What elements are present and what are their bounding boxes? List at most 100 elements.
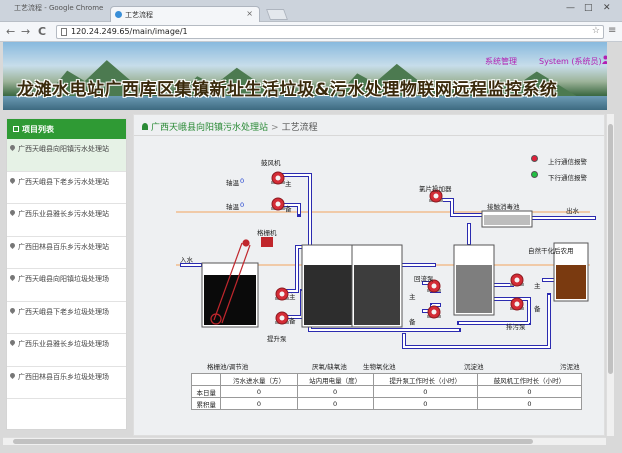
scrollbar-thumb[interactable]	[13, 439, 533, 444]
lift-pump-backup-icon[interactable]	[274, 311, 290, 325]
table-header	[190, 373, 222, 386]
user-icon[interactable]	[602, 55, 607, 64]
sludge-pump-main-icon[interactable]	[509, 273, 525, 287]
browser-title-bar: 工艺流程 - Google Chrome 工艺流程 × — □ ✕	[0, 0, 622, 22]
shaft-temp-label: 轴温	[226, 179, 239, 187]
scrollbar-thumb[interactable]	[608, 124, 613, 374]
sidebar-item[interactable]: 广西乐业县雅长乡垃圾处理场	[7, 334, 126, 367]
main-content: 广西天峨县向阳镇污水处理站>工艺流程	[133, 114, 605, 436]
sludge-drying-label: 自然干化后农用	[528, 247, 574, 255]
grille-label: 格栅机	[257, 229, 277, 237]
project-list-sidebar: 项目列表 广西天峨县向阳镇污水处理站广西天峨县下老乡污水处理站广西乐业县雅长乡污…	[6, 118, 127, 430]
reflux-pump-backup-icon[interactable]	[426, 305, 442, 319]
location-pin-icon	[8, 241, 17, 249]
process-flow-diagram	[176, 173, 596, 349]
minimize-button[interactable]: —	[566, 3, 575, 13]
lift-pump-backup-label: 备	[289, 317, 296, 325]
sludge-pump-label: 排污泵	[506, 323, 526, 331]
vertical-scrollbar[interactable]	[606, 114, 614, 436]
table-cell: 0	[296, 397, 374, 410]
blower-main-icon[interactable]	[270, 171, 286, 185]
breadcrumb-divider	[134, 135, 604, 136]
sidebar-item-label: 广西天峨县下老乡垃圾处理场	[18, 307, 109, 316]
horizontal-scrollbar[interactable]	[3, 437, 606, 445]
table-cell: 0	[220, 397, 298, 410]
sidebar-item-label: 广西天峨县向阳镇污水处理站	[18, 145, 109, 153]
tank-name: 污泥池	[560, 363, 580, 371]
lift-pump-main-label: 主	[289, 293, 296, 301]
window-title: 工艺流程 - Google Chrome	[14, 4, 104, 12]
location-pin-icon	[8, 176, 17, 184]
chlorine-feeder-icon[interactable]	[428, 189, 444, 203]
lift-pump-label: 提升泵	[267, 335, 287, 343]
system-management-link[interactable]: 系统管理	[485, 57, 517, 66]
blower-backup-icon[interactable]	[270, 197, 286, 211]
reflux-main-label: 主	[409, 293, 416, 301]
sludge-pump-backup-label: 备	[534, 305, 541, 313]
header-banner: 龙滩水电站广西库区集镇新址生活垃圾&污水处理物联网远程监控系统 系统管理 Sys…	[3, 42, 607, 110]
tab-title: 工艺流程	[125, 11, 153, 19]
tank-water	[354, 265, 400, 325]
bearing-temp-label: 轴温	[226, 203, 239, 211]
back-arrow-icon[interactable]: ←	[6, 25, 16, 38]
table-cell: 0	[476, 397, 583, 410]
sidebar-item[interactable]: 广西田林县百乐乡污水处理站	[7, 237, 126, 269]
reflux-pump-main-icon[interactable]	[426, 279, 442, 293]
sludge-pump-backup-icon[interactable]	[509, 297, 525, 311]
blower-label: 鼓风机	[261, 159, 281, 167]
sidebar-item[interactable]: 广西天峨县向阳镇污水处理站	[7, 139, 126, 172]
lift-pump-main-icon[interactable]	[274, 287, 290, 301]
sidebar-item[interactable]: 广西天峨县下老乡污水处理站	[7, 172, 126, 204]
sludge-pump-main-label: 主	[534, 282, 541, 290]
tab-favicon-icon	[115, 11, 122, 18]
downlink-alarm-indicator-icon	[531, 171, 538, 178]
address-bar[interactable]: 120.24.249.65/main/image/1 ☆	[56, 25, 604, 39]
table-cell: 0	[372, 385, 478, 398]
chrome-menu-icon[interactable]: ≡	[608, 25, 617, 36]
sidebar-item[interactable]: 广西乐业县雅长乡污水处理站	[7, 204, 126, 237]
reflux-pump-label: 回流泵	[414, 275, 434, 283]
browser-tab[interactable]: 工艺流程 ×	[110, 6, 260, 22]
table-header: 提升泵工作时长（小时）	[372, 373, 478, 386]
table-header: 站内用电量（度）	[296, 373, 374, 386]
table-header: 污水进水量（方）	[220, 373, 298, 386]
stats-table: 污水进水量（方） 站内用电量（度） 提升泵工作时长（小时） 鼓风机工作时长（小时…	[190, 373, 583, 410]
close-window-button[interactable]: ✕	[603, 3, 611, 13]
sidebar-item[interactable]: 广西田林县百乐乡垃圾处理场	[7, 367, 126, 399]
table-cell: 0	[296, 385, 374, 398]
sidebar-item[interactable]: 广西天峨县下老乡垃圾处理场	[7, 302, 126, 334]
breadcrumb-page: 工艺流程	[281, 123, 318, 133]
grille-machine	[210, 239, 251, 325]
tank-name: 沉淀池	[464, 363, 484, 371]
sidebar-item-label: 广西乐业县雅长乡垃圾处理场	[18, 340, 109, 348]
sidebar-item-label: 广西田林县百乐乡污水处理站	[18, 242, 109, 251]
breadcrumb-site[interactable]: 广西天峨县向阳镇污水处理站	[151, 123, 269, 133]
chlorine-feeder-label: 氯片投加器	[419, 185, 452, 193]
bearing-temp-value: 0	[240, 201, 245, 209]
location-pin-icon	[8, 143, 17, 152]
sidebar-item-label: 广西天峨县向阳镇垃圾处理场	[18, 275, 109, 283]
forward-arrow-icon[interactable]: →	[21, 25, 31, 38]
banner-river	[3, 96, 607, 110]
tank-name: 厌氧/缺氧池	[312, 363, 347, 371]
table-cell: 0	[220, 385, 298, 398]
system-title: 龙滩水电站广西库区集镇新址生活垃圾&污水处理物联网远程监控系统	[17, 80, 558, 100]
tank-name: 格栅池/调节池	[207, 363, 249, 371]
maximize-button[interactable]: □	[584, 3, 593, 13]
sidebar-item[interactable]: 广西天峨县向阳镇垃圾处理场	[7, 269, 126, 302]
new-tab-button[interactable]	[265, 9, 289, 20]
tab-close-icon[interactable]: ×	[246, 9, 253, 18]
outlet-label: 出水	[566, 207, 579, 215]
location-pin-icon	[8, 338, 17, 347]
project-list-title: 项目列表	[22, 125, 54, 134]
user-link[interactable]: System (系统员)	[539, 57, 602, 66]
breadcrumb: 广西天峨县向阳镇污水处理站>工艺流程	[142, 120, 318, 133]
project-list-header: 项目列表	[7, 119, 126, 139]
reflux-backup-label: 备	[409, 318, 416, 326]
bookmark-star-icon[interactable]: ☆	[591, 26, 600, 36]
sidebar-item-label: 广西乐业县雅长乡污水处理站	[18, 210, 109, 218]
table-header: 鼓风机工作时长（小时）	[476, 373, 583, 386]
reload-icon[interactable]: C	[38, 25, 47, 38]
grille-motor	[261, 237, 273, 247]
table-row: 累积量 0 0 0 0	[190, 397, 583, 410]
